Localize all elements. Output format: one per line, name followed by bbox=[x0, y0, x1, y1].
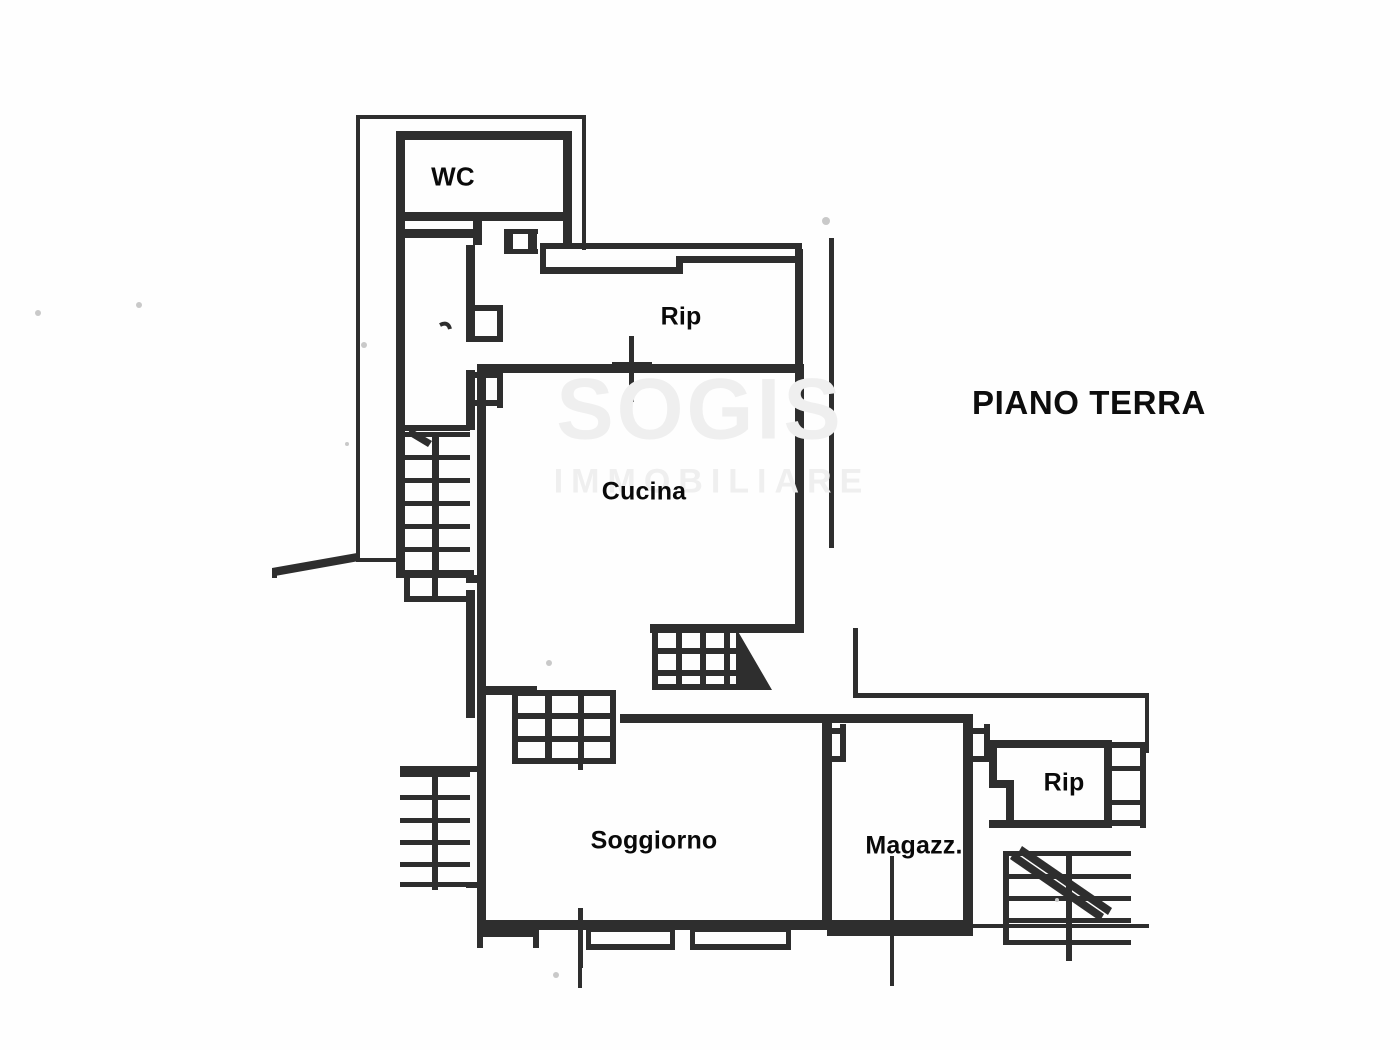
watermark-main: SOGIS bbox=[556, 361, 844, 458]
property-boundary-lines bbox=[829, 238, 1149, 928]
room-label-cucina: Cucina bbox=[601, 477, 687, 506]
rip-cucina-door-tick bbox=[612, 336, 652, 402]
rip-right-walls bbox=[989, 740, 1112, 828]
scan-speck bbox=[35, 310, 41, 316]
misc-wall-stubs bbox=[396, 570, 520, 720]
scan-speck bbox=[553, 972, 559, 978]
wc-room-walls bbox=[396, 131, 572, 246]
soggiorno-top-door-blocks bbox=[512, 690, 616, 764]
cucina-staircase bbox=[652, 624, 772, 690]
bottom-right-staircase bbox=[1003, 846, 1131, 961]
room-label-magazzino: Magazz. bbox=[865, 831, 963, 860]
room-label-wc: WC bbox=[431, 161, 475, 192]
scan-speck bbox=[546, 660, 552, 666]
scan-speck bbox=[361, 342, 367, 348]
watermark-sub: IMMOBILIARE bbox=[553, 462, 871, 501]
outer-outline-thin bbox=[356, 115, 586, 562]
bottom-wall-windows bbox=[477, 926, 973, 950]
scan-speck bbox=[136, 302, 142, 308]
scan-speck bbox=[345, 442, 349, 446]
scan-speck bbox=[1055, 898, 1059, 902]
dimension-ticks bbox=[578, 930, 582, 988]
left-staircase-middle bbox=[404, 425, 470, 577]
wc-door-jamb bbox=[504, 229, 538, 254]
bottom-left-staircase bbox=[400, 766, 478, 890]
left-diagonal-stub bbox=[272, 553, 359, 578]
room-label-soggiorno: Soggiorno bbox=[590, 826, 718, 855]
right-edge-details bbox=[1112, 742, 1146, 828]
room-label-rip-top: Rip bbox=[660, 302, 702, 331]
page-title: PIANO TERRA bbox=[972, 384, 1206, 421]
scan-speck bbox=[822, 217, 830, 225]
magazzino-walls bbox=[822, 714, 990, 986]
room-label-rip-right: Rip bbox=[1043, 768, 1085, 797]
